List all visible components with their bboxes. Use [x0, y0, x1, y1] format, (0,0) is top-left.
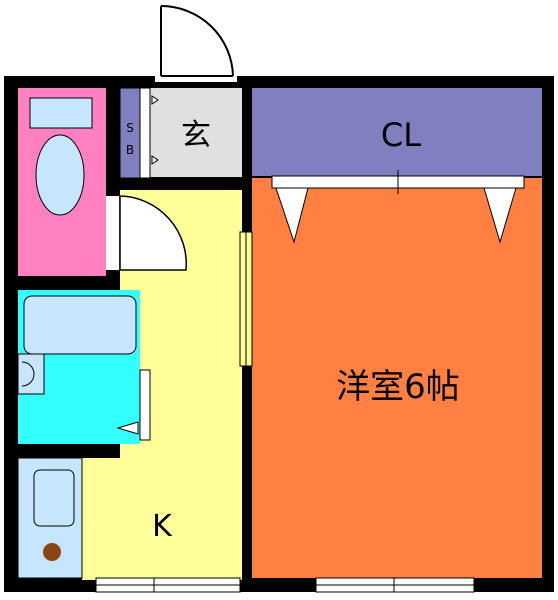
- closet-label: CL: [381, 116, 421, 154]
- shoe-box-label-top: S: [126, 121, 134, 135]
- bathtub-icon: [17, 295, 137, 395]
- window-kitchen: [95, 577, 241, 593]
- window-western-room: [315, 577, 475, 593]
- kitchen-floor-lower: [82, 458, 242, 580]
- stove-knob-icon: [43, 543, 61, 561]
- kitchen-sink-icon: [33, 469, 75, 527]
- toilet-door-arc: [119, 195, 188, 271]
- western-room-floor: [252, 178, 542, 578]
- entrance-door: [155, 5, 237, 82]
- closet-floor: [252, 88, 542, 176]
- bath-door: [116, 369, 151, 441]
- shoe-box: [119, 87, 159, 179]
- kitchen-label: K: [152, 509, 173, 544]
- shoe-box-label-bottom: B: [126, 143, 134, 157]
- western-room-label: 洋室6帖: [336, 367, 460, 407]
- entrance-label: 玄: [181, 118, 211, 153]
- entrance-floor: [150, 88, 242, 178]
- closet-doors: [271, 170, 525, 244]
- toilet-icon: [29, 97, 93, 216]
